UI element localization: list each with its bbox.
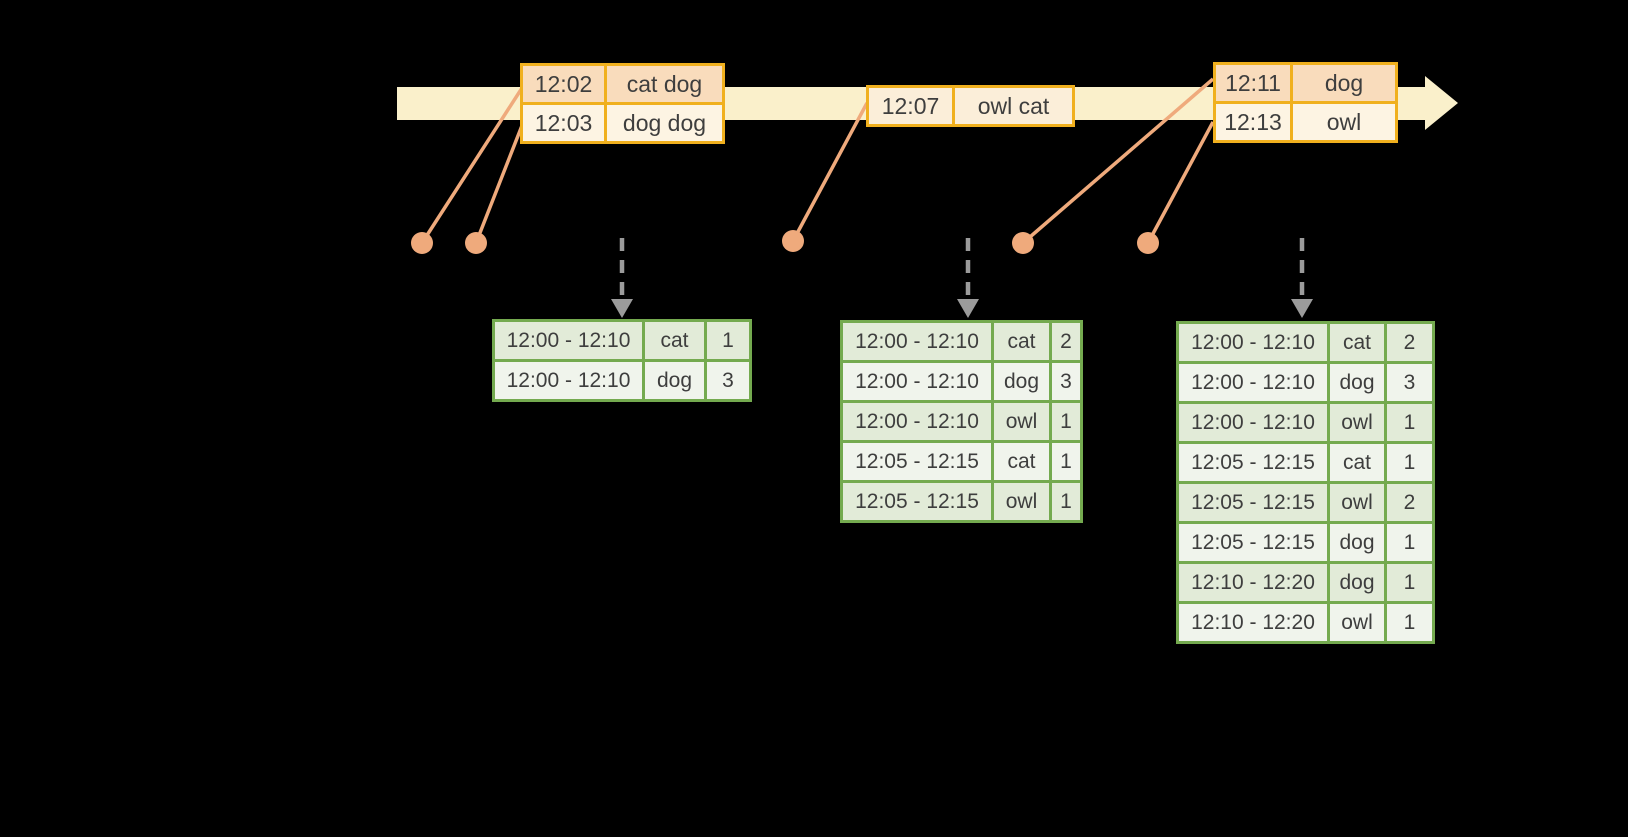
count-cell: 3 [704,359,752,402]
count-cell: 3 [1049,360,1083,403]
word-cell: dog [991,360,1052,403]
window-cell: 12:05 - 12:15 [1176,441,1330,484]
arrow-down-icon [1291,299,1313,318]
trigger-arrow-3 [1291,238,1313,318]
count-cell: 1 [704,319,752,362]
window-cell: 12:00 - 12:10 [1176,401,1330,444]
window-cell: 12:00 - 12:10 [492,319,645,362]
result-table-2: 12:00 - 12:10 cat 2 12:00 - 12:10 dog 3 … [840,320,1083,523]
connector-line-1211 [1021,77,1215,245]
event-time: 12:07 [866,85,955,127]
window-cell: 12:05 - 12:15 [840,440,994,483]
word-cell: owl [1327,601,1387,644]
word-cell: cat [1327,441,1387,484]
window-cell: 12:10 - 12:20 [1176,601,1330,644]
event-time: 12:13 [1213,101,1293,143]
result-row: 12:00 - 12:10 cat 1 [492,319,752,362]
window-cell: 12:00 - 12:10 [1176,361,1330,404]
event-words: owl cat [952,85,1075,127]
result-row: 12:00 - 12:10 owl 1 [1176,401,1435,444]
count-cell: 1 [1384,441,1435,484]
arrow-down-icon [611,299,633,318]
result-row: 12:05 - 12:15 cat 1 [840,440,1083,483]
word-cell: dog [642,359,707,402]
count-cell: 1 [1049,440,1083,483]
window-cell: 12:10 - 12:20 [1176,561,1330,604]
window-cell: 12:05 - 12:15 [1176,521,1330,564]
event-table-1207: 12:07 owl cat [866,85,1075,127]
word-cell: cat [991,440,1052,483]
count-cell: 2 [1049,320,1083,363]
count-cell: 1 [1384,521,1435,564]
result-row: 12:00 - 12:10 dog 3 [840,360,1083,403]
result-row: 12:05 - 12:15 owl 1 [840,480,1083,523]
trigger-arrow-1 [611,238,633,318]
timeline-arrowhead-icon [1425,76,1458,130]
connector-line-1202 [420,87,524,244]
word-cell: cat [991,320,1052,363]
count-cell: 1 [1384,561,1435,604]
event-dot-1203 [465,232,487,254]
window-cell: 12:05 - 12:15 [840,480,994,523]
result-row: 12:05 - 12:15 cat 1 [1176,441,1435,484]
result-row: 12:00 - 12:10 dog 3 [1176,361,1435,404]
count-cell: 3 [1384,361,1435,404]
count-cell: 1 [1049,400,1083,443]
count-cell: 2 [1384,321,1435,364]
event-words: cat dog [604,63,725,105]
event-words: dog [1290,62,1398,104]
window-cell: 12:00 - 12:10 [840,360,994,403]
event-table-1211: 12:11 dog 12:13 owl [1213,62,1398,143]
event-row: 12:03 dog dog [520,102,725,144]
word-cell: cat [642,319,707,362]
count-cell: 1 [1384,601,1435,644]
word-cell: dog [1327,361,1387,404]
window-cell: 12:00 - 12:10 [1176,321,1330,364]
event-row: 12:11 dog [1213,62,1398,104]
window-cell: 12:00 - 12:10 [840,320,994,363]
event-row: 12:02 cat dog [520,63,725,105]
arrow-down-icon [957,299,979,318]
result-row: 12:05 - 12:15 owl 2 [1176,481,1435,524]
word-cell: owl [1327,401,1387,444]
window-cell: 12:00 - 12:10 [492,359,645,402]
result-row: 12:05 - 12:15 dog 1 [1176,521,1435,564]
connector-line-1203 [474,122,525,244]
count-cell: 1 [1384,401,1435,444]
result-row: 12:00 - 12:10 cat 2 [1176,321,1435,364]
event-dot-1213 [1137,232,1159,254]
window-cell: 12:00 - 12:10 [840,400,994,443]
result-row: 12:00 - 12:10 owl 1 [840,400,1083,443]
result-table-1: 12:00 - 12:10 cat 1 12:00 - 12:10 dog 3 [492,319,752,402]
event-words: owl [1290,101,1398,143]
event-time: 12:11 [1213,62,1293,104]
event-time: 12:03 [520,102,607,144]
event-dot-1207 [782,230,804,252]
word-cell: owl [1327,481,1387,524]
event-time: 12:02 [520,63,607,105]
word-cell: dog [1327,561,1387,604]
connector-line-1207 [791,102,869,242]
word-cell: owl [991,400,1052,443]
word-cell: dog [1327,521,1387,564]
result-row: 12:10 - 12:20 owl 1 [1176,601,1435,644]
trigger-arrow-2 [957,238,979,318]
connector-line-1213 [1146,121,1215,244]
count-cell: 2 [1384,481,1435,524]
event-dot-1211 [1012,232,1034,254]
result-table-3: 12:00 - 12:10 cat 2 12:00 - 12:10 dog 3 … [1176,321,1435,644]
window-cell: 12:05 - 12:15 [1176,481,1330,524]
word-cell: cat [1327,321,1387,364]
result-row: 12:00 - 12:10 dog 3 [492,359,752,402]
word-cell: owl [991,480,1052,523]
event-words: dog dog [604,102,725,144]
result-row: 12:00 - 12:10 cat 2 [840,320,1083,363]
event-table-1202: 12:02 cat dog 12:03 dog dog [520,63,725,144]
event-row: 12:07 owl cat [866,85,1075,127]
event-dot-1202 [411,232,433,254]
count-cell: 1 [1049,480,1083,523]
result-row: 12:10 - 12:20 dog 1 [1176,561,1435,604]
event-row: 12:13 owl [1213,101,1398,143]
